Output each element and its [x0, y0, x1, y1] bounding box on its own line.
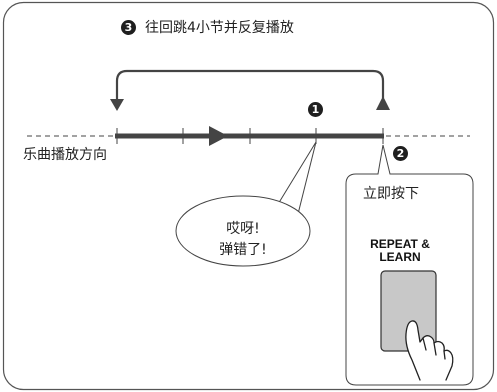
step-3-badge: 3: [121, 19, 136, 35]
loop-arrowhead-down: [110, 99, 124, 111]
speech-line-2: 弹错了!: [219, 242, 267, 258]
title-text: 往回跳4小节并反复播放: [145, 20, 294, 36]
speech-bubble-tail: [271, 141, 317, 219]
speech-line-1: 哎呀!: [226, 221, 260, 237]
loop-arrowhead-up: [376, 96, 390, 110]
speech-bubble: [175, 195, 311, 267]
title: 3 往回跳4小节并反复播放: [121, 18, 294, 36]
button-panel: [345, 144, 474, 386]
direction-label: 乐曲播放方向: [23, 147, 107, 163]
speech-bubble-text: 哎呀! 弹错了!: [178, 219, 308, 261]
loop-back-arrow-icon: [115, 69, 385, 100]
press-now-label: 立即按下: [363, 186, 419, 202]
repeat-learn-label-line-2: LEARN: [379, 250, 421, 264]
play-arrow-icon: [209, 126, 228, 146]
marker-1-badge: 1: [308, 102, 323, 117]
repeat-learn-label: REPEAT & LEARN: [360, 238, 440, 264]
marker-2-badge: 2: [393, 146, 408, 161]
hand-pointer-icon: [405, 320, 454, 381]
repeat-learn-label-line-1: REPEAT &: [370, 237, 430, 251]
speech-bubble-tail-join: [270, 215, 298, 222]
